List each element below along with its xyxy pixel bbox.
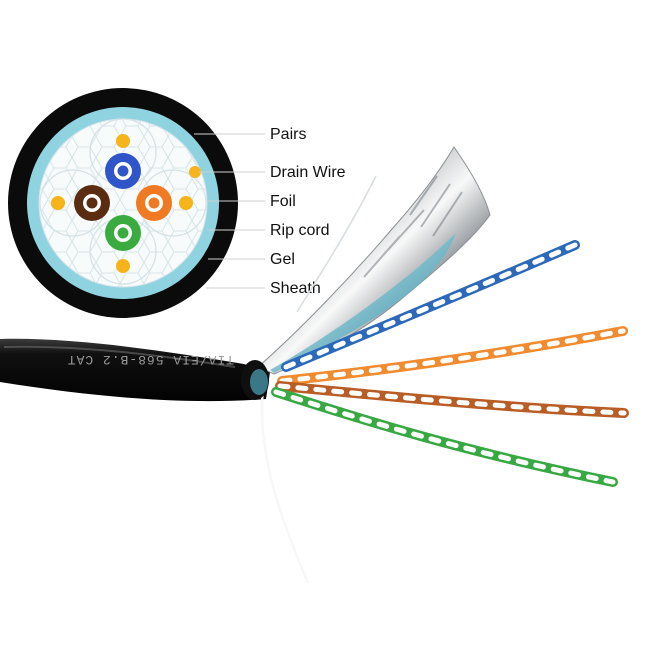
drain-wire-dot [189, 166, 201, 178]
label-foil: Foil [270, 193, 296, 210]
green-wire [271, 387, 618, 487]
brown-wire [275, 381, 629, 418]
cable-highlight [3, 345, 236, 368]
label-rip-cord: Rip cord [270, 222, 330, 239]
orange-pair-icon [136, 185, 172, 221]
orange-wire [277, 326, 628, 386]
rip-cord-tail [296, 175, 377, 313]
blue-pair-icon [105, 153, 141, 189]
brown-pair-icon [74, 185, 110, 221]
rip-cord [260, 379, 310, 584]
yellow-pair-markers [51, 134, 201, 273]
label-drain-wire: Drain Wire [270, 164, 346, 181]
cable-photo: TIA/EIA 568-B.2 CAT [0, 146, 629, 584]
cable-end-cap [241, 360, 269, 400]
green-pair-icon [105, 215, 141, 251]
cable-jacket [0, 338, 270, 402]
foil-shield [257, 146, 491, 375]
cable-print: TIA/EIA 568-B.2 CAT [67, 352, 234, 367]
blue-wire [281, 240, 580, 372]
hex-filler [39, 119, 207, 287]
callout-labels: Pairs Drain Wire Foil Rip cord Gel Sheat… [270, 126, 346, 297]
callout-lines [194, 133, 265, 289]
label-gel: Gel [270, 251, 295, 268]
label-sheath: Sheath [270, 280, 321, 297]
cross-section [8, 88, 238, 318]
label-pairs: Pairs [270, 126, 306, 143]
foil-crinkles [363, 175, 463, 278]
